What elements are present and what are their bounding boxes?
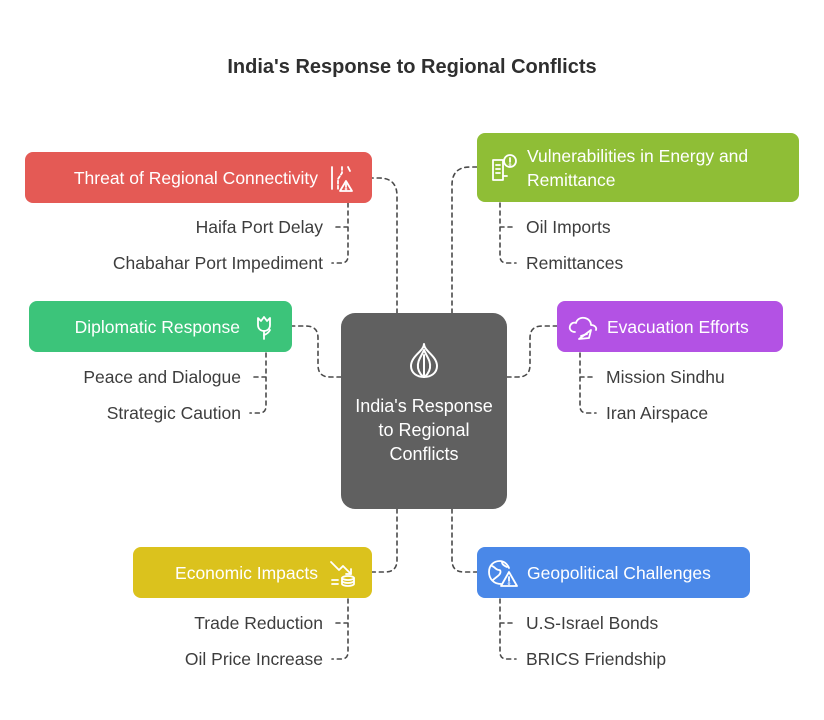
center-node: India's Response to Regional Conflicts — [341, 313, 507, 509]
branch-vulnerabilities-label: Vulnerabilities in Energy and Remittance — [527, 145, 749, 190]
geopolitical-item-2: BRICS Friendship — [526, 649, 667, 669]
branch-diplomatic-label: Diplomatic Response — [74, 316, 240, 337]
economic-item-2: Oil Price Increase — [184, 649, 323, 669]
bracket-economic — [331, 598, 349, 660]
branch-evacuation-box: Evacuation Efforts — [557, 301, 783, 352]
branch-economic-box: Economic Impacts — [133, 547, 372, 598]
bracket-diplomatic — [249, 352, 267, 414]
branch-connectivity-box: Threat of Regional Connectivity — [25, 152, 372, 203]
branch-evacuation-label: Evacuation Efforts — [607, 316, 749, 337]
connector-economic — [371, 508, 398, 573]
diplomatic-item-2: Strategic Caution — [106, 403, 241, 423]
bracket-connectivity — [331, 202, 349, 264]
branch-connectivity-label: Threat of Regional Connectivity — [73, 167, 318, 188]
document-alert-icon — [487, 152, 519, 184]
branch-vulnerabilities-box: Vulnerabilities in Energy and Remittance — [477, 133, 799, 202]
connector-evacuation — [506, 325, 558, 378]
vulnerabilities-item-1: Oil Imports — [526, 217, 611, 237]
rose-icon — [250, 313, 278, 341]
connector-vulnerabilities — [451, 166, 478, 314]
diplomatic-item-1: Peace and Dialogue — [83, 367, 241, 387]
diagram-title: India's Response to Regional Conflicts — [227, 56, 597, 78]
cloud-plane-icon — [567, 312, 599, 342]
branch-geopolitical-box: Geopolitical Challenges — [477, 547, 750, 598]
geopolitical-item-1: U.S-Israel Bonds — [526, 613, 659, 633]
connectivity-item-1: Haifa Port Delay — [195, 217, 323, 237]
connector-diplomatic — [291, 325, 342, 378]
economic-item-1: Trade Reduction — [194, 613, 323, 633]
center-label: India's Response to Regional Conflicts — [355, 396, 493, 464]
bracket-geopolitical — [499, 598, 517, 660]
branch-geopolitical-label: Geopolitical Challenges — [527, 562, 711, 583]
connector-geopolitical — [451, 508, 478, 573]
globe-warning-icon — [487, 558, 519, 588]
onion-icon — [404, 341, 444, 386]
branch-diplomatic-box: Diplomatic Response — [29, 301, 292, 352]
evacuation-item-1: Mission Sindhu — [606, 367, 725, 387]
connector-connectivity — [371, 177, 398, 314]
branch-economic-label: Economic Impacts — [175, 562, 318, 583]
connectivity-item-2: Chabahar Port Impediment — [112, 253, 323, 273]
falling-chart-coins-icon — [328, 558, 358, 588]
bracket-evacuation — [579, 352, 597, 414]
vulnerabilities-item-2: Remittances — [526, 253, 624, 273]
bracket-vulnerabilities — [499, 202, 517, 264]
evacuation-item-2: Iran Airspace — [606, 403, 709, 423]
route-warning-icon — [328, 163, 358, 193]
